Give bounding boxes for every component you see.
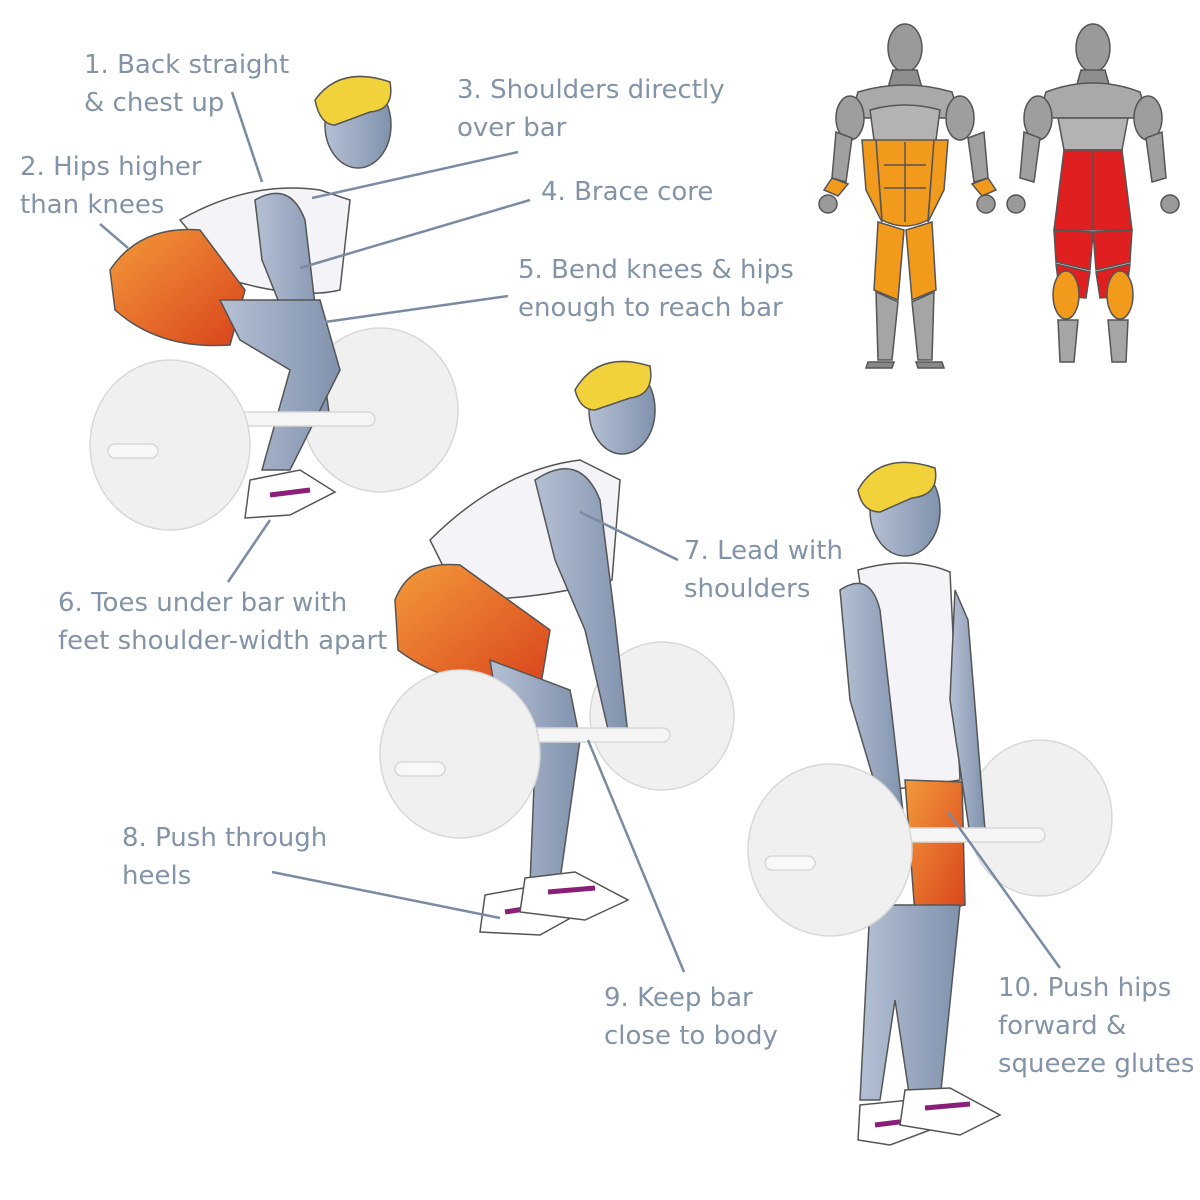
callout-4-line-1: 4. Brace core [541,177,714,207]
callout-2-line-2: than knees [20,190,165,220]
callout-8-line-2: heels [122,861,192,891]
callout-9-line-1: 9. Keep bar [604,983,753,1013]
callout-3: 3. Shoulders directly over bar [457,71,725,147]
leader-8 [271,870,501,920]
figure-lockout [747,461,1113,1146]
callout-8: 8. Push through heels [122,819,327,895]
leader-2 [99,223,129,249]
leader-lines [99,91,1062,973]
callout-3-line-2: over bar [457,113,567,143]
leader-3 [311,150,519,200]
leader-7 [579,510,679,562]
callout-4: 4. Brace core [541,173,713,211]
callout-5-line-2: enough to reach bar [518,293,783,323]
callout-5: 5. Bend knees & hips enough to reach bar [518,251,794,327]
callout-1-line-1: 1. Back straight [84,50,290,80]
callout-6-line-2: feet shoulder-width apart [58,626,388,656]
callout-1: 1. Back straight & chest up [84,46,289,122]
callout-9-line-2: close to body [604,1021,778,1051]
leader-1 [230,91,264,183]
leader-6 [226,519,272,583]
leader-9 [586,739,686,973]
callout-9: 9. Keep bar close to body [604,979,778,1055]
leader-5 [324,294,509,324]
figure-mid-lift [379,360,735,936]
muscle-map-back [1006,23,1180,363]
callout-7: 7. Lead with shoulders [684,532,843,608]
muscle-map-front [818,23,998,369]
callout-7-line-2: shoulders [684,574,811,604]
leader-4 [299,198,531,270]
callout-10-line-2: forward & [998,1011,1127,1041]
callout-2-line-1: 2. Hips higher [20,152,202,182]
leader-10 [946,811,1062,969]
callout-5-line-1: 5. Bend knees & hips [518,255,794,285]
callout-6-line-1: 6. Toes under bar with [58,588,348,618]
callout-7-line-1: 7. Lead with [684,536,843,566]
callout-8-line-1: 8. Push through [122,823,328,853]
callout-10-line-1: 10. Push hips [998,973,1172,1003]
callout-6: 6. Toes under bar with feet shoulder-wid… [58,584,387,660]
callout-2: 2. Hips higher than knees [20,148,202,224]
callout-1-line-2: & chest up [84,88,225,118]
callout-10-line-3: squeeze glutes [998,1049,1195,1079]
figure-setup [89,75,459,531]
callout-10: 10. Push hips forward & squeeze glutes [998,969,1194,1083]
callout-3-line-1: 3. Shoulders directly [457,75,725,105]
